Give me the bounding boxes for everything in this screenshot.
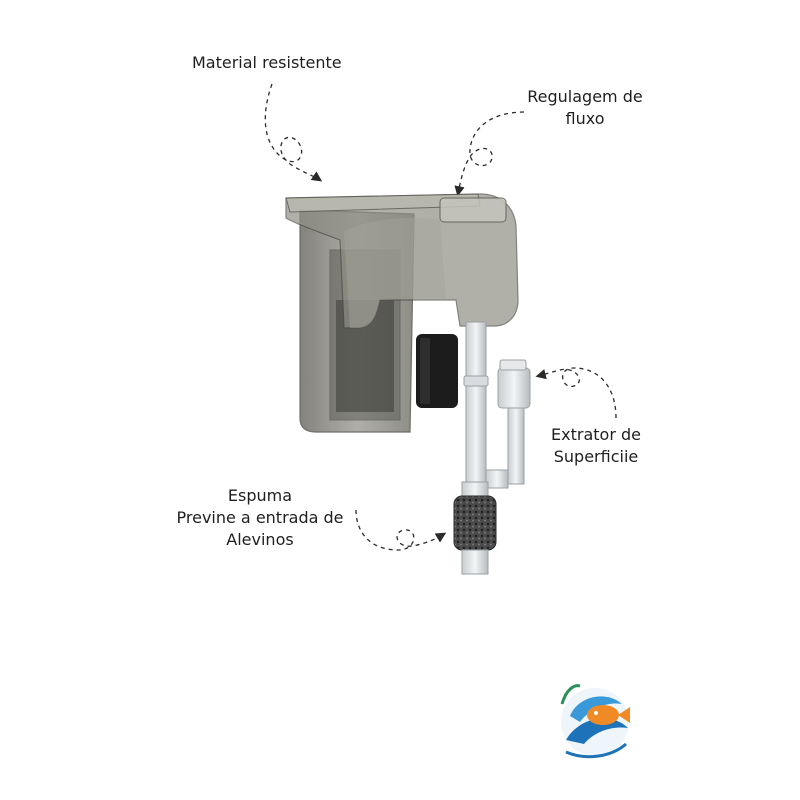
label-material-resistente: Material resistente <box>192 53 342 72</box>
label-regulagem-de-fluxo: Regulagem de fluxo <box>527 87 643 128</box>
connector-material <box>264 83 323 182</box>
fish-wave-logo-icon <box>560 684 630 759</box>
surface-extractor <box>485 359 531 489</box>
connector-extrator <box>535 367 617 419</box>
connector-regulagem <box>454 111 525 197</box>
label-extrator-de-superficie: Extrator de Superficiie <box>551 425 641 466</box>
connector-espuma <box>355 509 447 551</box>
label-espuma: Espuma Previne a entrada de Alevinos <box>176 486 344 549</box>
sponge <box>453 481 497 575</box>
filter-body <box>285 193 519 433</box>
intake-pipe <box>463 321 489 483</box>
